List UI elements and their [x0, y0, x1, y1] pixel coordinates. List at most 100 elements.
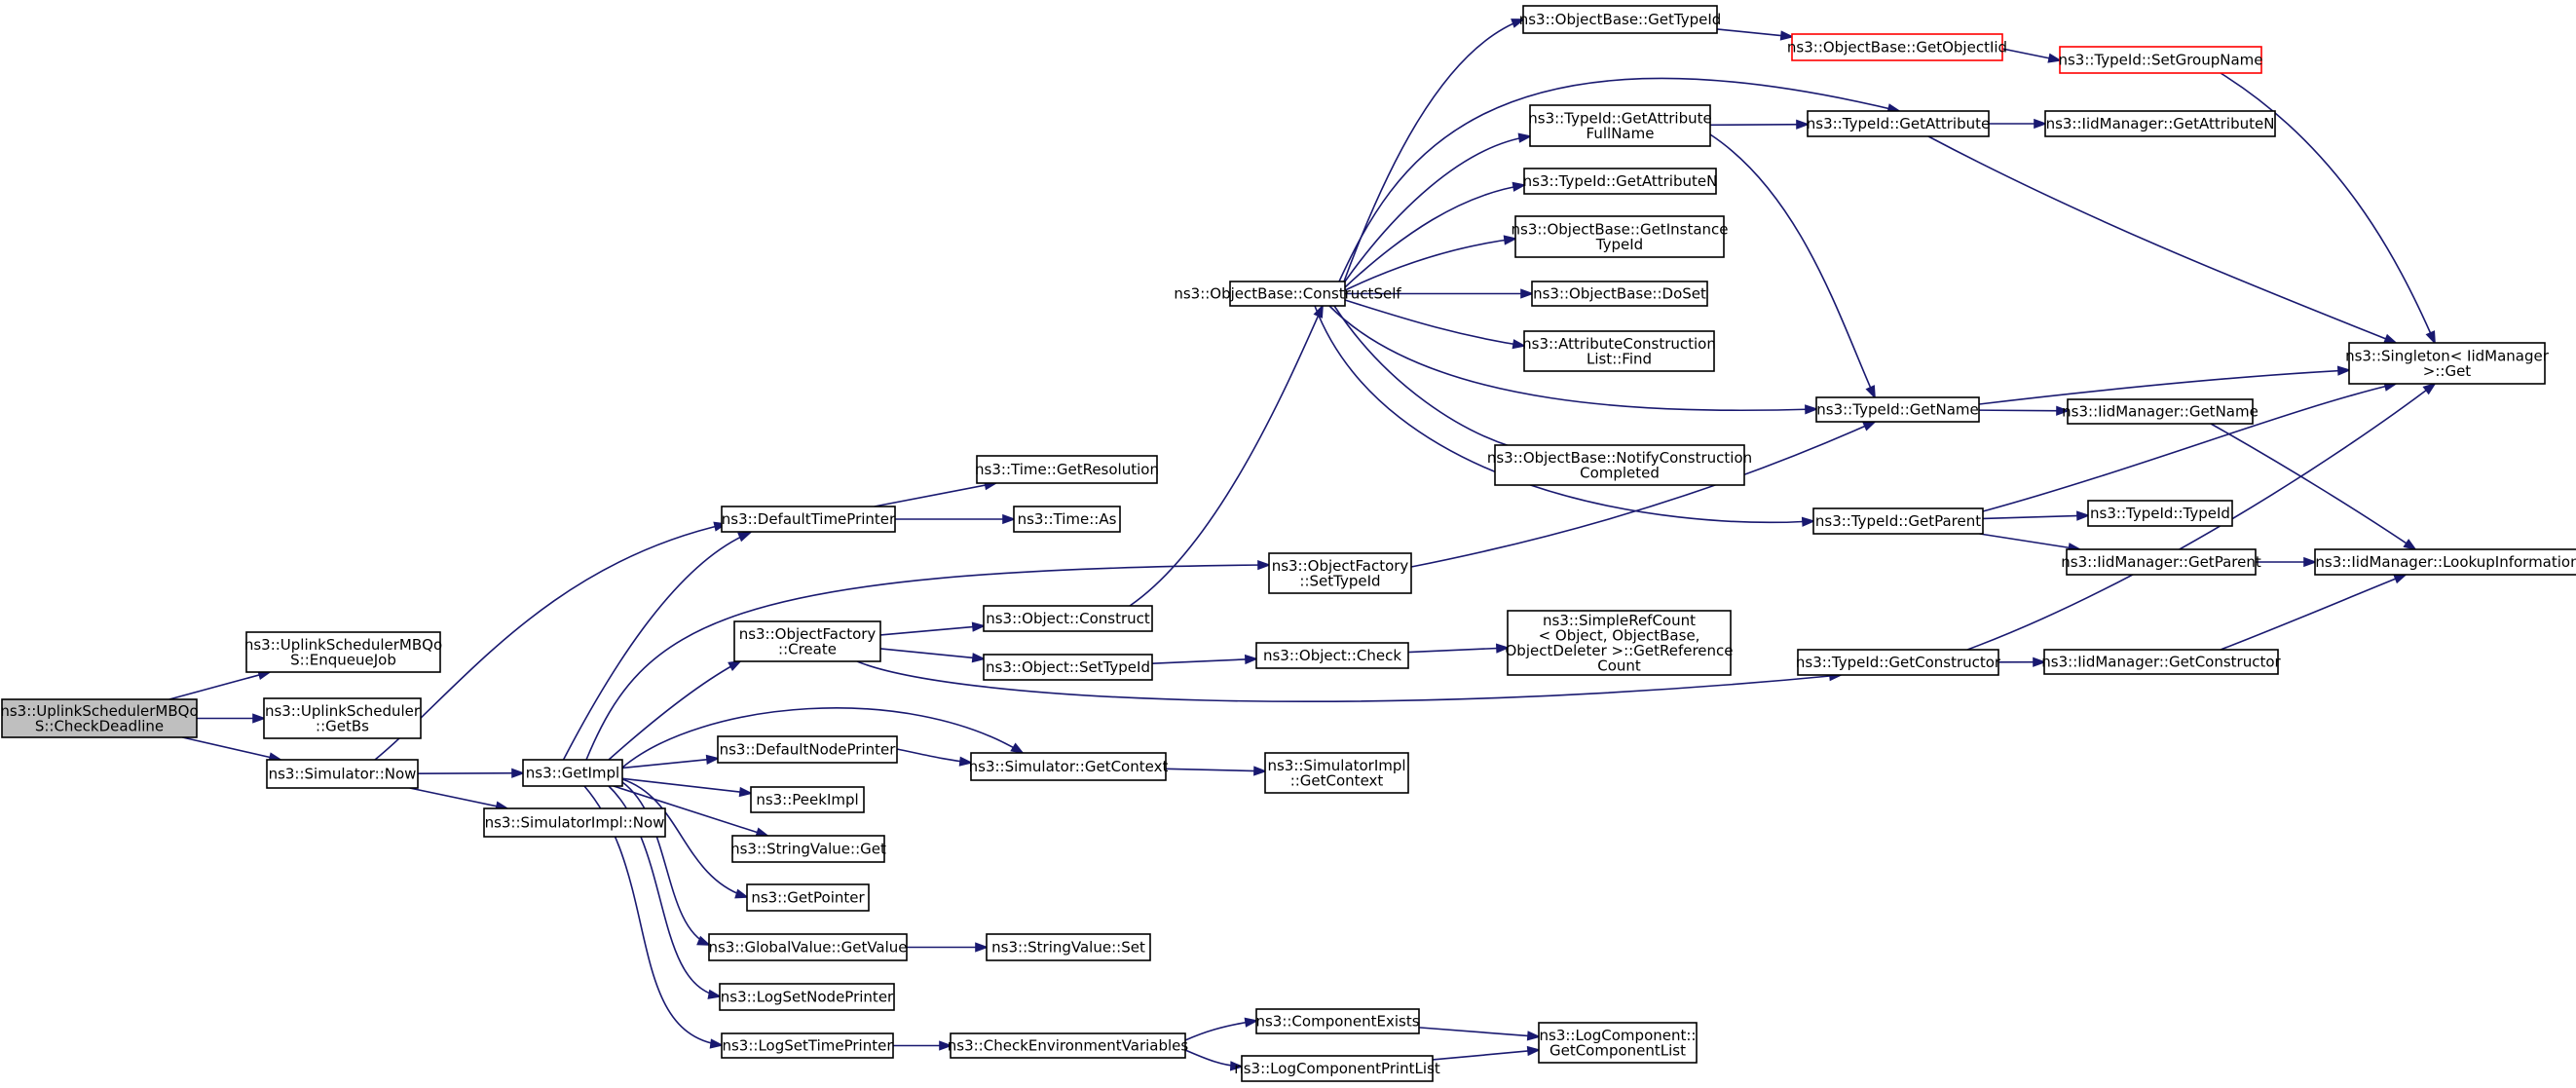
function-node[interactable]: ns3::Singleton< IidManager >::Get — [2345, 342, 2550, 385]
node-label: ObjectDeleter >::GetReference — [1505, 642, 1733, 659]
node-box — [950, 1032, 1186, 1059]
node-label: ::SetTypeId — [1299, 572, 1380, 589]
edge-n0-to-n1 — [168, 670, 273, 700]
function-node[interactable]: ns3::IidManager::LookupInformation — [2314, 548, 2576, 576]
function-node[interactable]: ns3::IidManager::GetConstructor — [2041, 649, 2282, 675]
node-box — [731, 835, 885, 863]
function-node[interactable]: ns3::LogSetNodePrinter — [719, 983, 895, 1011]
function-node[interactable]: ns3::GlobalValue::GetValue — [708, 933, 908, 961]
node-box — [1268, 552, 1412, 594]
function-node[interactable]: ns3::LogComponent::GetComponentList — [1538, 1022, 1698, 1064]
node-box — [1531, 281, 1708, 307]
function-node[interactable]: ns3::ObjectBase::NotifyConstructionCompl… — [1487, 444, 1752, 486]
function-node[interactable]: ns3::LogSetTimePrinter — [721, 1032, 894, 1059]
node-box — [1, 698, 198, 738]
node-box — [1812, 507, 1984, 535]
edge-n3-to-n5 — [417, 768, 526, 778]
function-node[interactable]: ns3::SimulatorImpl::Now — [483, 807, 666, 838]
function-node[interactable]: ns3::TypeId::GetName — [1815, 396, 1980, 423]
function-node[interactable]: ns3::TypeId::GetAttribute — [1807, 110, 1990, 137]
node-box — [2059, 46, 2262, 74]
function-node[interactable]: ns3::CheckEnvironmentVariables — [948, 1032, 1189, 1059]
function-node[interactable]: ns3::GetImpl — [522, 759, 623, 787]
node-label: ns3::SimpleRefCount — [1543, 612, 1696, 629]
node-box — [266, 759, 419, 789]
function-node[interactable]: ns3::TypeId::SetGroupName — [2058, 46, 2263, 74]
function-node[interactable]: ns3::ObjectFactory::SetTypeId — [1268, 552, 1412, 594]
function-node[interactable]: ns3::ObjectBase::ConstructSelf — [1174, 281, 1401, 307]
function-node[interactable]: ns3::Object::Check — [1255, 642, 1409, 669]
node-box — [2348, 342, 2546, 385]
node-label: ns3::IidManager::GetName — [2062, 403, 2259, 421]
edge-n40-to-n46 — [1979, 533, 2082, 553]
function-node[interactable]: ns3::Time::GetResolution — [975, 455, 1159, 484]
edge-n5-to-n14 — [621, 781, 712, 946]
function-node[interactable]: ns3::ObjectFactory::Create — [733, 620, 881, 662]
function-node[interactable]: ns3::IidManager::GetParent — [2061, 548, 2261, 576]
node-label: ns3::Time::GetResolution — [975, 461, 1159, 478]
edge-n18-to-n23 — [1129, 303, 1324, 607]
function-node[interactable]: ns3::Object::SetTypeId — [983, 654, 1153, 681]
function-node[interactable]: ns3::Simulator::Now — [266, 759, 419, 789]
edge-n28-to-n37 — [1716, 28, 1795, 41]
function-node[interactable]: ns3::IidManager::GetName — [2062, 398, 2259, 425]
node-label: ns3::TypeId::TypeId — [2090, 505, 2230, 522]
node-label: ns3::UplinkSchedulerMBQo — [0, 702, 198, 720]
function-node[interactable]: ns3::SimpleRefCount< Object, ObjectBase,… — [1505, 610, 1734, 676]
node-label: ns3::DefaultTimePrinter — [722, 510, 896, 528]
node-label: ns3::GetPointer — [751, 889, 865, 907]
function-node[interactable]: ns3::GetPointer — [746, 883, 870, 912]
function-node[interactable]: ns3::IidManager::GetAttributeN — [2044, 110, 2276, 137]
function-node[interactable]: ns3::SimulatorImpl::GetContext — [1264, 752, 1409, 794]
node-label: ns3::Object::Check — [1263, 647, 1401, 664]
node-label: ns3::LogSetTimePrinter — [722, 1037, 893, 1055]
function-node[interactable]: ns3::Simulator::GetContext — [969, 752, 1169, 781]
function-node[interactable]: ns3::TypeId::GetParent — [1812, 507, 1984, 535]
function-node[interactable]: ns3::LogComponentPrintList — [1234, 1055, 1440, 1082]
node-box — [263, 697, 422, 739]
function-node[interactable]: ns3::Object::Construct — [983, 605, 1153, 632]
edge-n17-to-n39 — [1410, 421, 1878, 568]
edge-n23-to-n29 — [1344, 132, 1533, 282]
function-node[interactable]: ns3::Time::As — [1013, 506, 1121, 533]
node-label: ns3::GetImpl — [526, 765, 619, 782]
node-label: ns3::Object::Construct — [986, 610, 1150, 627]
edge-n0-to-n2 — [197, 713, 267, 724]
node-label: ns3::StringValue::Get — [730, 841, 886, 858]
function-node[interactable]: ns3::UplinkScheduler::GetBs — [263, 697, 422, 739]
node-box — [1523, 168, 1717, 195]
edge-n5-to-n11 — [621, 777, 754, 798]
node-box — [746, 883, 870, 912]
edge-n27-to-n36 — [1432, 1045, 1542, 1061]
function-node[interactable]: ns3::TypeId::TypeId — [2087, 500, 2233, 527]
node-box — [1507, 610, 1732, 676]
function-node[interactable]: ns3::StringValue::Get — [730, 835, 886, 863]
node-box — [733, 620, 881, 662]
function-node[interactable]: ns3::PeekImpl — [750, 786, 865, 813]
node-label: ns3::TypeId::GetAttribute — [1528, 109, 1711, 127]
node-label: ns3::LogComponentPrintList — [1234, 1060, 1440, 1077]
node-label: ns3::AttributeConstruction — [1522, 335, 1716, 353]
function-node[interactable]: ns3::DefaultNodePrinter — [717, 735, 898, 764]
function-node[interactable]: ns3::TypeId::GetAttributeN — [1523, 168, 1718, 195]
node-label: ns3::IidManager::LookupInformation — [2315, 553, 2576, 571]
node-box — [2066, 548, 2257, 576]
node-box — [1255, 642, 1409, 669]
function-node[interactable]: ns3::TypeId::GetConstructor — [1796, 649, 2001, 676]
function-node[interactable]: ns3::StringValue::Set — [986, 933, 1151, 961]
function-node[interactable]: ns3::ComponentExists — [1255, 1008, 1420, 1034]
function-node[interactable]: ns3::ObjectBase::GetObjectIid — [1787, 33, 2007, 61]
node-box — [983, 605, 1153, 632]
function-node[interactable]: ns3::DefaultTimePrinter — [721, 506, 896, 533]
node-label: >::Get — [2423, 362, 2472, 380]
node-box — [2314, 548, 2576, 576]
edge-n42-to-n48 — [2220, 72, 2436, 346]
node-label: ns3::ObjectBase::DoSet — [1533, 285, 1706, 303]
function-node[interactable]: ns3::ObjectBase::DoSet — [1531, 281, 1708, 307]
function-node[interactable]: ns3::ObjectBase::GetTypeId — [1519, 5, 1722, 34]
